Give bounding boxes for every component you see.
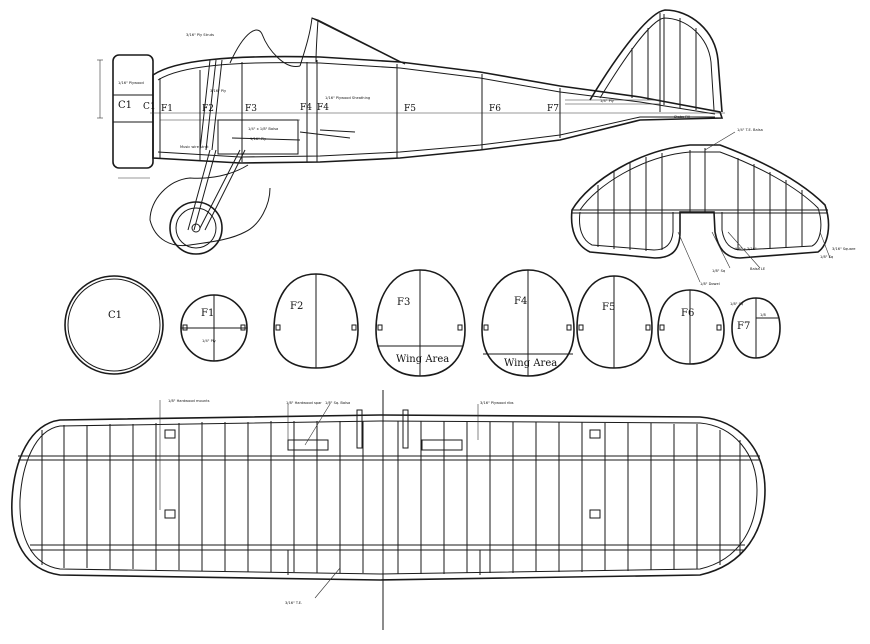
stabilizer-outline <box>570 144 830 259</box>
label-f3: F3 <box>245 104 257 114</box>
note-wire: Music wire strut <box>180 145 209 149</box>
wing-note-3: 1/8" Sq. Balsa <box>325 401 350 405</box>
former-f3-area: Wing Area <box>396 354 449 365</box>
stab-note-le: Balsa LE <box>750 267 766 271</box>
former-f1-label: F1 <box>201 308 214 319</box>
label-f4: F4 <box>300 103 312 113</box>
note-fin: 1/4" Ply <box>600 99 615 103</box>
note-mid-ply: 1/16" Ply <box>250 137 267 141</box>
note-cabane: 3/16" Ply <box>210 89 227 93</box>
former-f4-area: Wing Area <box>504 358 557 369</box>
stabilizer-plan: 1/4" T.E. Balsa 1/8" Dowel 3/16" Square … <box>570 128 856 306</box>
label-f1: F1 <box>161 104 173 114</box>
wing-plan: 1/8" Hardwood mounts 1/8" Hardwood spar … <box>11 390 766 630</box>
former-c1 <box>64 275 164 375</box>
label-f5: F5 <box>404 104 416 114</box>
note-sheeting: 1/16" Plywood Sheathing <box>325 96 370 100</box>
label-f7: F7 <box>547 104 559 114</box>
stab-note-sq3: 1/8" Sq <box>820 255 833 259</box>
former-f6-label: F6 <box>681 308 694 319</box>
wing-ribs <box>41 421 741 574</box>
label-f4b: F4 <box>317 103 329 113</box>
note-stab-fill: Stabs Fill <box>674 115 690 119</box>
former-c1-label: C1 <box>108 310 122 321</box>
fuselage-side-view: C1 C1 F1 F2 F3 F4 F4 F5 F6 F7 1/16" Plyw… <box>97 9 725 255</box>
wheel <box>169 201 223 255</box>
label-f2: F2 <box>202 104 214 114</box>
former-f3-label: F3 <box>397 297 410 308</box>
wing-note-4: 3/16" Plywood ribs <box>480 401 514 405</box>
wing-outline <box>11 414 766 581</box>
tail-fin <box>589 9 723 113</box>
stab-note-square: 3/16" Square <box>832 247 856 251</box>
former-f1-note: 1/4" Ply <box>202 339 217 343</box>
former-f7-label: F7 <box>737 321 750 332</box>
former-f6 <box>657 289 725 365</box>
former-f5-label: F5 <box>602 302 615 313</box>
label-f6: F6 <box>489 104 501 114</box>
formers-row: C1 F1 1/4" Ply F2 F3 Wing Area F4 Wing A… <box>64 269 781 377</box>
stab-note-sq2: 1/8" Sq <box>730 302 743 306</box>
stab-note-dowel: 1/8" Dowel <box>700 282 720 286</box>
former-f7-note: 1/8 <box>760 313 766 317</box>
wing-note-1: 1/8" Hardwood mounts <box>168 399 210 403</box>
former-f2-label: F2 <box>290 301 303 312</box>
former-f4-label: F4 <box>514 296 527 307</box>
stab-note-te: 1/4" T.E. Balsa <box>737 128 763 132</box>
wing-note-2: 1/8" Hardwood spar <box>286 401 322 405</box>
note-cowl-ply: 1/16" Plywood <box>118 81 144 85</box>
stab-note-sq1: 1/8" Sq <box>712 269 725 273</box>
fuselage-outline <box>152 55 724 164</box>
label-c1: C1 <box>118 100 132 111</box>
note-top-strut: 3/16" Ply Struts <box>186 33 214 37</box>
stab-note-bar: 1/8" x 3/16" <box>735 247 757 251</box>
wing-note-5: 3/16" T.E. <box>285 601 302 605</box>
note-spar: 1/4" x 1/8" Balsa <box>248 127 278 131</box>
label-c1b: C1 <box>143 102 156 112</box>
